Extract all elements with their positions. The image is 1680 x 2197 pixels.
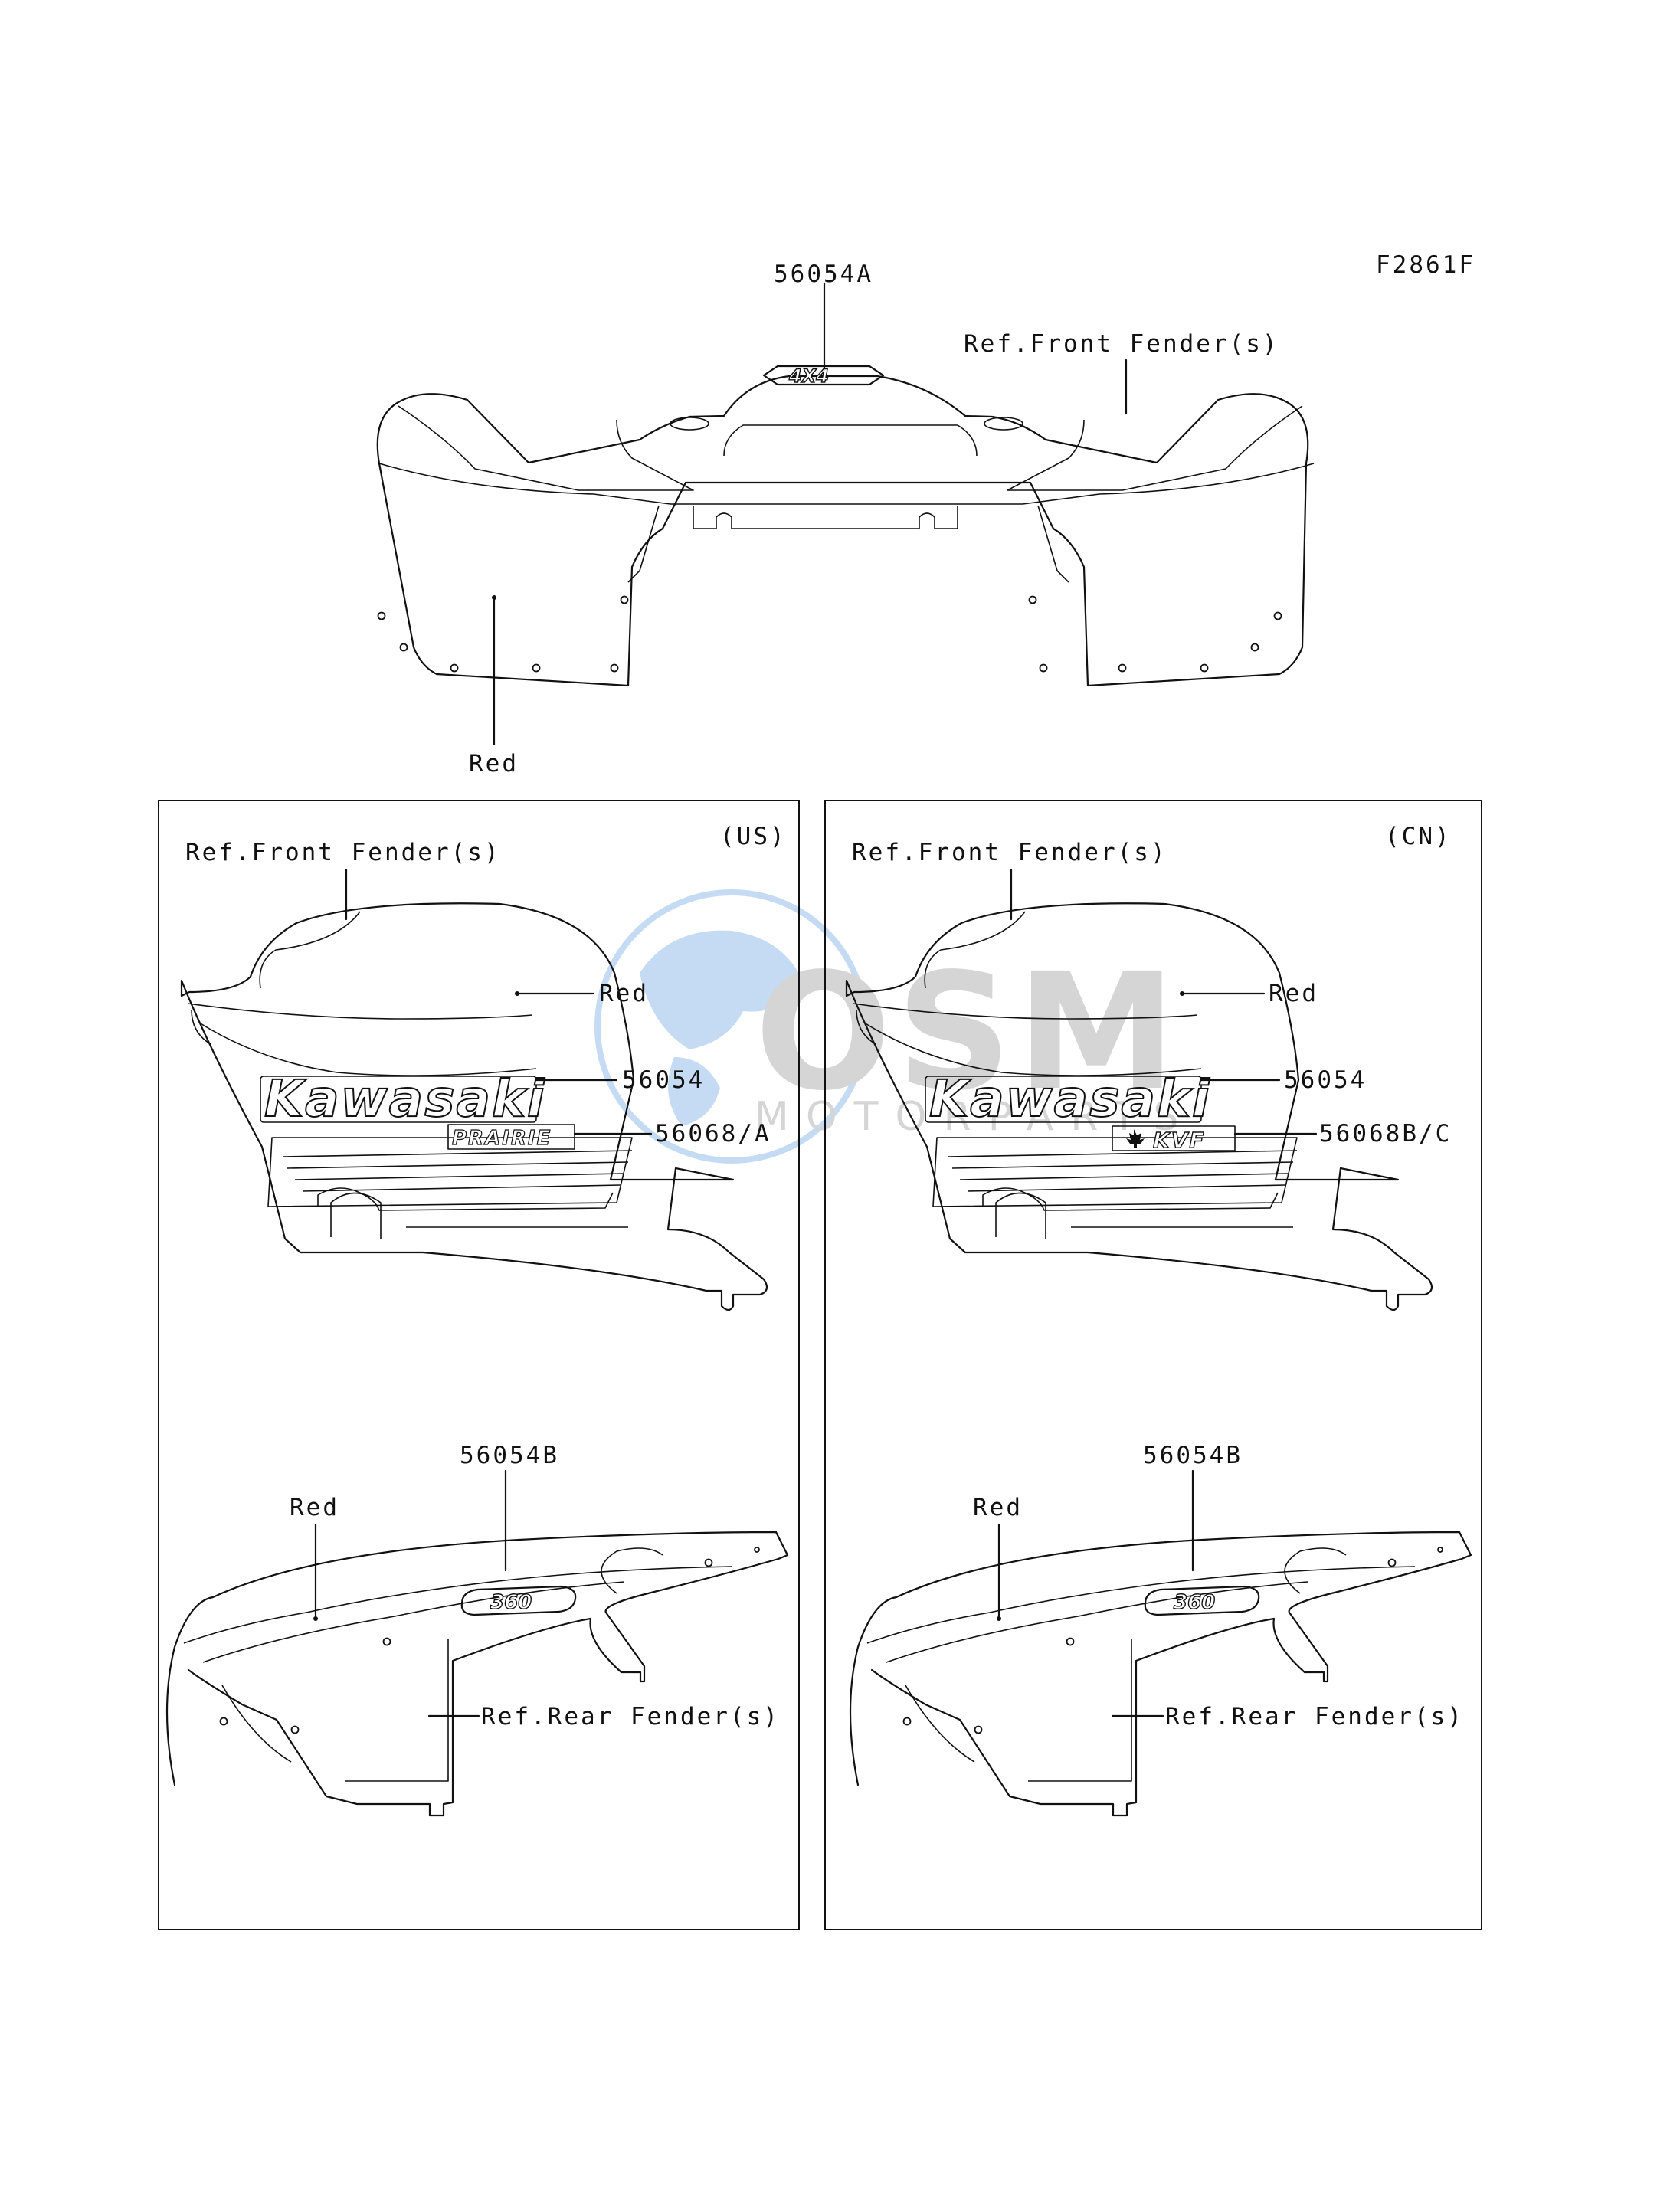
us-prairie-emblem: PRAIRIE	[447, 1124, 575, 1151]
us-kawasaki-decal: Kawasaki	[260, 1069, 546, 1129]
emblem-4x4-text: 4X4	[788, 365, 829, 387]
watermark-continents-icon	[640, 930, 804, 1126]
cn-kvf-emblem: KVF	[1112, 1125, 1236, 1154]
emblem-4x4: 4X4	[762, 365, 885, 388]
us-front-ref-label: Ref.Front Fender(s)	[185, 839, 501, 866]
cn-rear-fender: 360	[849, 1531, 1472, 1817]
panel-cn-frame	[824, 800, 1482, 1930]
us-rear-ref-label: Ref.Rear Fender(s)	[481, 1703, 780, 1730]
us-emblem-part-label: 56068/A	[655, 1120, 771, 1148]
cn-side-fender: Kawasaki KVF	[845, 902, 1433, 1311]
us-front-color-label: Red	[599, 980, 649, 1007]
panel-us: (US) Ref.Front Fender(s) Kawasaki	[165, 823, 789, 1817]
cn-kawasaki-text: Kawasaki	[929, 1069, 1211, 1128]
cn-kvf-text: KVF	[1153, 1128, 1206, 1153]
us-prairie-text: PRAIRIE	[452, 1127, 552, 1150]
cn-kawasaki-part-label: 56054	[1284, 1066, 1367, 1094]
us-360-text: 360	[490, 1591, 532, 1614]
cn-360-emblem: 360	[1144, 1585, 1260, 1616]
maple-leaf-icon	[1126, 1129, 1145, 1148]
us-rear-color-label: Red	[290, 1494, 339, 1521]
us-360-emblem: 360	[460, 1585, 577, 1616]
cn-kawasaki-decal: Kawasaki	[925, 1069, 1211, 1129]
cn-360-text: 360	[1174, 1591, 1215, 1614]
region-label-cn: (CN)	[1385, 823, 1452, 850]
top-part-label: 56054A	[774, 260, 873, 288]
cn-rear-color-label: Red	[973, 1494, 1023, 1521]
us-side-fender: Kawasaki PRAIRIE	[180, 902, 768, 1311]
region-label-us: (US)	[720, 823, 787, 850]
us-rear-fender: 360	[165, 1531, 789, 1817]
cn-rear-part-label: 56054B	[1143, 1442, 1243, 1469]
front-fender-top: 4X4	[376, 365, 1315, 687]
panel-us-frame	[158, 800, 800, 1930]
cn-rear-ref-label: Ref.Rear Fender(s)	[1165, 1703, 1464, 1730]
cn-emblem-part-label: 56068B/C	[1319, 1120, 1452, 1148]
cn-front-color-label: Red	[1269, 980, 1318, 1007]
us-rear-part-label: 56054B	[460, 1442, 559, 1469]
us-kawasaki-text: Kawasaki	[264, 1069, 546, 1128]
cn-front-ref-label: Ref.Front Fender(s)	[852, 839, 1167, 866]
figure-code: F2861F	[1376, 251, 1475, 279]
us-kawasaki-part-label: 56054	[622, 1066, 705, 1094]
top-color-label: Red	[469, 750, 519, 778]
top-ref-label: Ref.Front Fender(s)	[964, 330, 1279, 358]
panel-cn: (CN) Ref.Front Fender(s) Kawasaki	[845, 823, 1472, 1817]
